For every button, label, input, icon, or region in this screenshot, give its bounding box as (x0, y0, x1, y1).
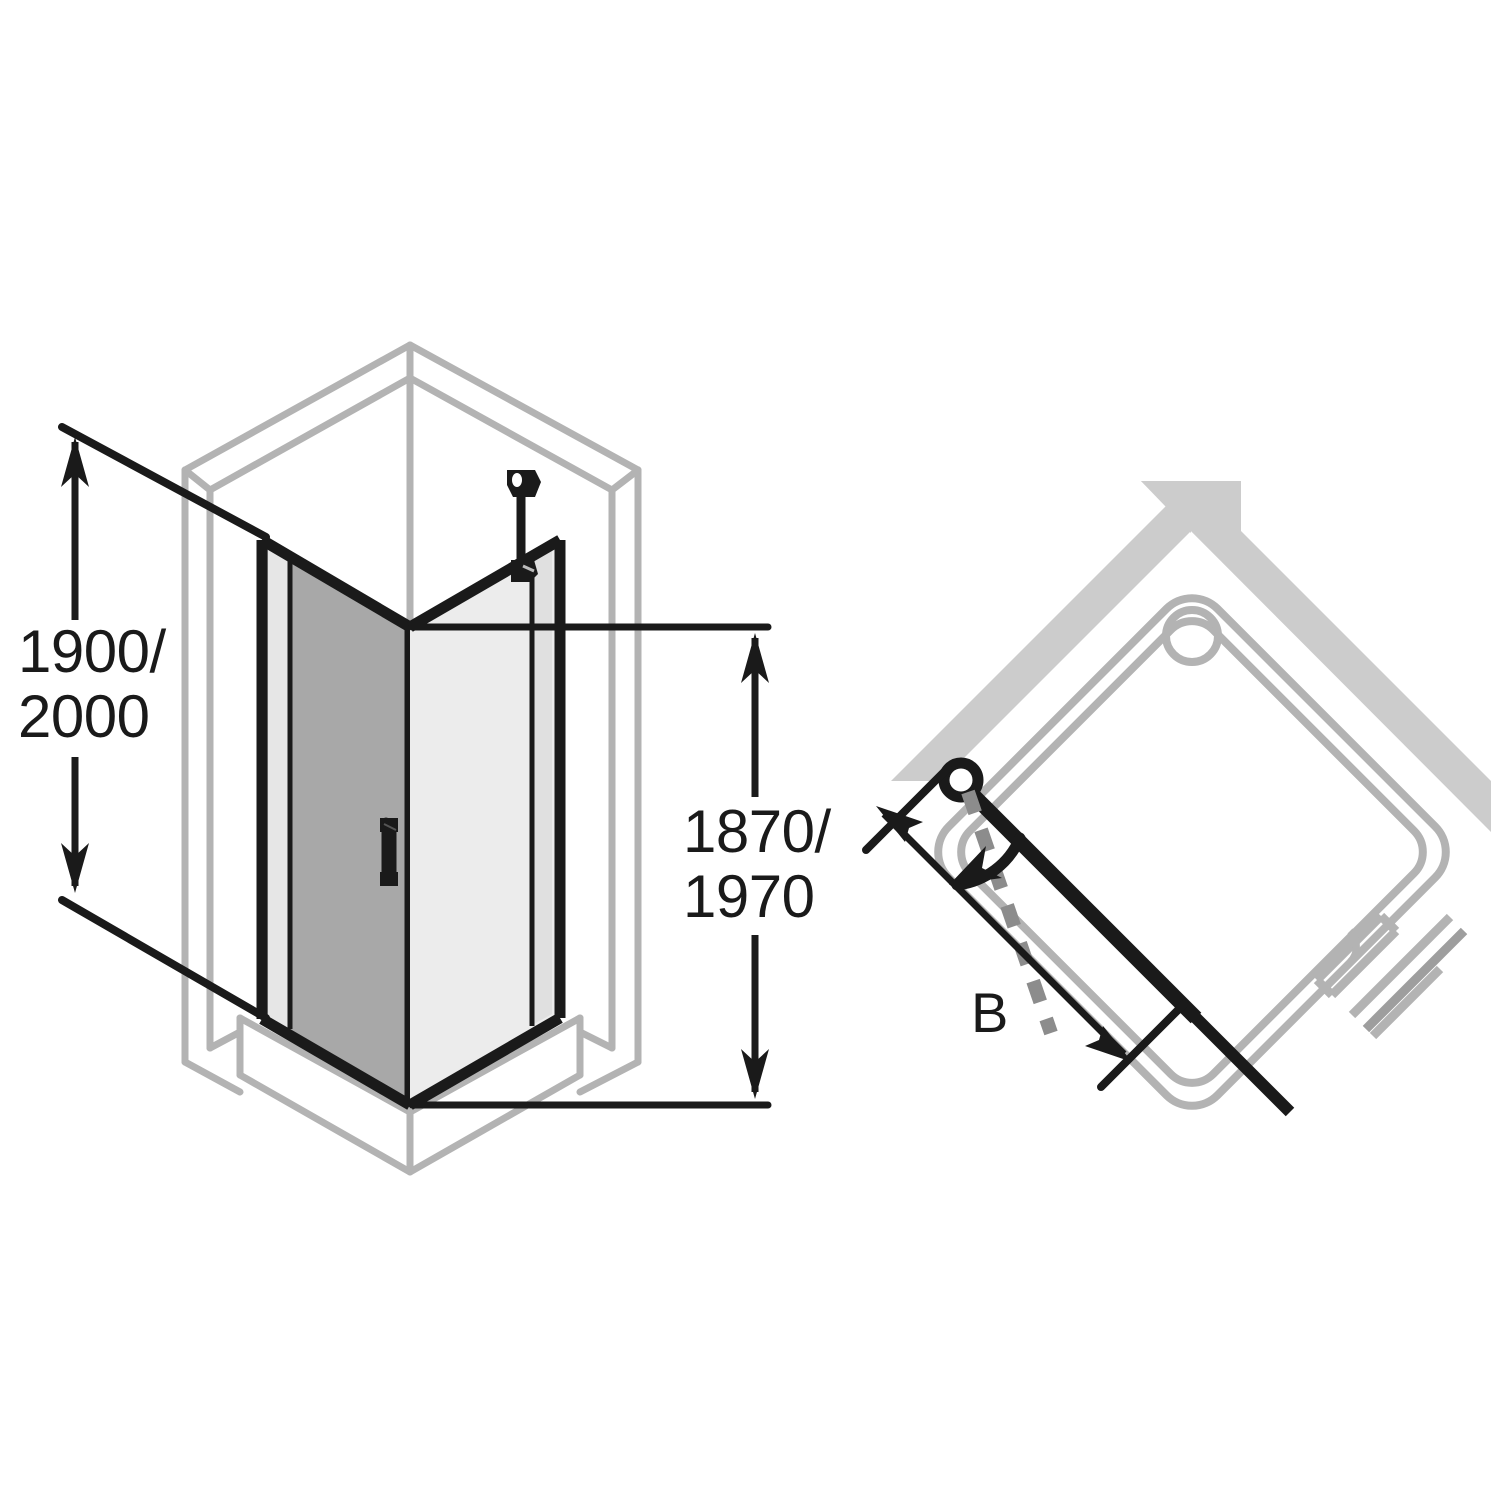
dimension-label-overall-height: 1900/ 2000 (18, 618, 166, 750)
door-profile-strip (268, 548, 288, 1028)
plan-door-wall-stub (1173, 995, 1295, 1117)
plan-door-open-dashed (961, 789, 1058, 1036)
plan-door-closed (958, 780, 1202, 1024)
shower-holder-bar (507, 470, 541, 582)
room-walls (181, 341, 642, 1066)
side-profile-strip (534, 546, 552, 1024)
plan-walls (891, 481, 1491, 832)
plan-panel-wall-line (1369, 965, 1444, 1040)
plan-hinge-detail (1347, 928, 1360, 965)
side-glass-panel (410, 540, 560, 1105)
plan-side-panel-profile (1362, 927, 1468, 1033)
dimension-label-width-b: B (971, 981, 1009, 1044)
isometric-view (58, 341, 772, 1176)
dimension-width-b (862, 764, 1188, 1091)
door-glass-panel (262, 540, 410, 1105)
plan-pivot-hinge (938, 757, 984, 803)
dimension-glass-height (408, 623, 772, 1109)
door-handle (380, 817, 398, 886)
dimension-overall-height (58, 423, 270, 1022)
side-panel-outline (407, 535, 566, 1110)
plan-drain-outlet (1162, 606, 1222, 666)
plan-view (862, 481, 1491, 1117)
dimension-label-glass-height: 1870/ 1970 (683, 798, 831, 930)
plan-hinge-bracket (1313, 912, 1400, 999)
plan-swing-arrow (949, 832, 1026, 891)
